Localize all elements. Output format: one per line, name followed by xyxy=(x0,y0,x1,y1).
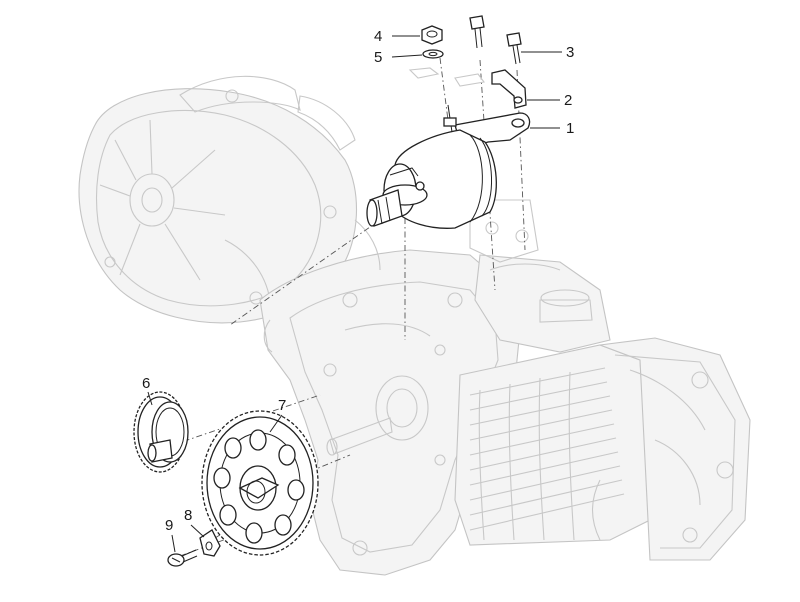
callout-7: 7 xyxy=(278,397,286,414)
engine-top-housing xyxy=(474,254,611,353)
cable-lug xyxy=(408,67,485,87)
nut[interactable] xyxy=(421,25,443,45)
ring-gear[interactable] xyxy=(201,410,319,556)
bolt-3[interactable] xyxy=(506,32,522,65)
callout-2: 2 xyxy=(564,92,572,109)
starter-motor[interactable] xyxy=(366,104,531,229)
lock-plate[interactable] xyxy=(199,529,221,557)
callout-8: 8 xyxy=(184,507,192,524)
callout-labels: 1 2 3 4 5 6 7 8 9 xyxy=(142,28,574,534)
leader-lines xyxy=(147,35,562,553)
callout-9: 9 xyxy=(165,517,173,534)
washer[interactable] xyxy=(422,49,444,59)
bolt-3-second[interactable] xyxy=(469,15,485,49)
callout-1: 1 xyxy=(566,120,574,137)
callout-5: 5 xyxy=(374,49,382,66)
callout-4: 4 xyxy=(374,28,382,45)
callout-3: 3 xyxy=(566,44,574,61)
transmission-cover xyxy=(78,75,358,324)
engine-background xyxy=(78,75,751,576)
cylinder-block xyxy=(454,344,651,546)
starter-mount-area xyxy=(354,199,539,271)
cylinder-head xyxy=(592,337,751,561)
screw[interactable] xyxy=(167,549,198,567)
idler-gear[interactable] xyxy=(133,391,189,473)
mounting-bracket[interactable] xyxy=(491,69,527,109)
callout-6: 6 xyxy=(142,375,150,392)
